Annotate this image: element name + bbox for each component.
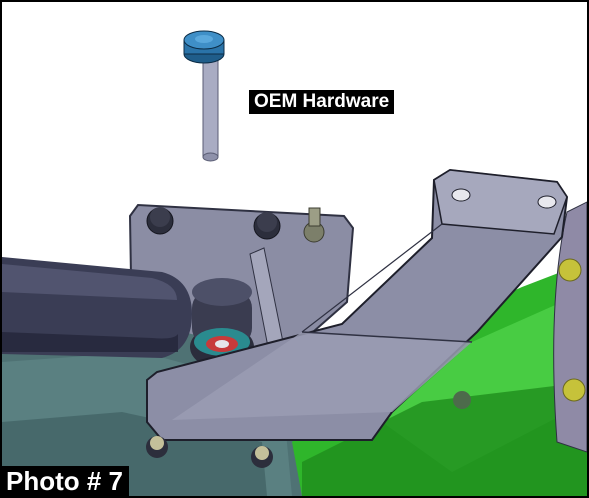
bolt-graphic: [183, 30, 225, 162]
bushing-graphic: [190, 278, 254, 369]
lower-bolts-graphic: [146, 436, 273, 468]
photo-number-label: Photo # 7: [2, 466, 130, 496]
driveshaft-graphic: [2, 257, 192, 358]
bracket-graphic: [146, 168, 569, 441]
oem-hardware-label: OEM Hardware: [249, 90, 395, 114]
differential-cover-graphic: [553, 201, 587, 453]
